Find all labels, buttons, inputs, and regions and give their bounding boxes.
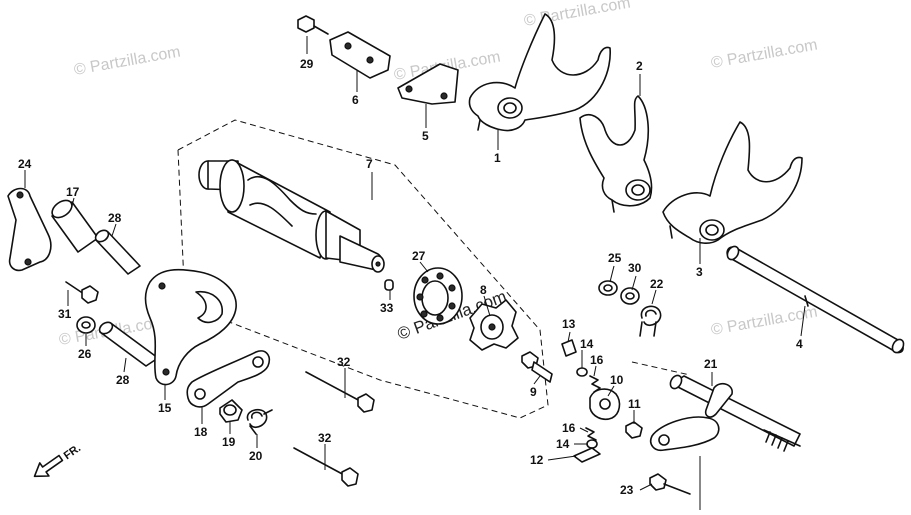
callout-1: 1 — [494, 151, 501, 165]
bracket-24 — [7, 187, 52, 272]
callout-4: 4 — [796, 337, 803, 351]
bolt-9 — [521, 351, 553, 383]
shift-drum-7 — [198, 159, 385, 273]
bearing-27 — [413, 267, 463, 325]
bolt-32-upper — [305, 371, 375, 413]
bolt-23 — [649, 473, 691, 495]
callout-18: 18 — [194, 425, 208, 439]
washer-25 — [598, 280, 618, 296]
callout-32-upper: 32 — [337, 355, 351, 369]
callout-2: 2 — [636, 59, 643, 73]
callout-23: 23 — [620, 483, 634, 497]
callout-8: 8 — [480, 283, 487, 297]
leader-lines — [24, 36, 806, 510]
callout-32-lower: 32 — [318, 431, 332, 445]
link-arm-18 — [186, 350, 271, 408]
watermark: © Partzilla.com — [73, 43, 182, 78]
plate-6 — [329, 31, 391, 79]
nut-11 — [625, 421, 643, 439]
spring-16-lower — [585, 427, 597, 441]
callout-21: 21 — [704, 357, 718, 371]
shift-fork-2 — [579, 95, 653, 213]
callout-29: 29 — [300, 57, 314, 71]
callout-7: 7 — [366, 157, 373, 171]
spring-20 — [246, 408, 273, 435]
callout-30: 30 — [628, 261, 642, 275]
callout-12: 12 — [530, 453, 544, 467]
plate-12 — [573, 447, 601, 463]
callout-31: 31 — [58, 307, 72, 321]
collar-17 — [51, 199, 99, 253]
callout-11: 11 — [628, 397, 641, 411]
front-arrow-label: FR. — [62, 442, 83, 462]
callout-28: 28 — [108, 211, 122, 225]
spring-22 — [639, 305, 662, 337]
collar-19 — [219, 399, 243, 423]
washer-26 — [76, 316, 96, 334]
callout-19: 19 — [222, 435, 236, 449]
callout-10: 10 — [610, 373, 624, 387]
bracket-5 — [397, 63, 459, 105]
callout-25: 25 — [608, 251, 622, 265]
callout-28-lower: 28 — [116, 373, 130, 387]
pin-28-upper — [94, 229, 141, 275]
front-arrow: FR. — [33, 442, 83, 478]
assembly-outline — [177, 119, 549, 419]
callout-15: 15 — [158, 401, 172, 415]
bolt-32-lower — [293, 447, 359, 487]
callout-3: 3 — [696, 265, 703, 279]
pin-14-lower — [586, 439, 598, 449]
pin-14-upper — [576, 367, 588, 377]
assembly-link — [631, 361, 691, 376]
callout-6: 6 — [352, 93, 359, 107]
bolt-29 — [297, 15, 329, 35]
callout-26: 26 — [78, 347, 92, 361]
guide-10 — [589, 388, 621, 421]
callout-5: 5 — [422, 129, 429, 143]
callout-24: 24 — [18, 157, 32, 171]
front-arrow-icon — [33, 454, 64, 478]
callout-20: 20 — [249, 449, 263, 463]
watermark: © Partzilla.com — [710, 36, 819, 71]
roller-13 — [561, 339, 577, 357]
callout-27: 27 — [412, 249, 426, 263]
pin-33 — [384, 279, 394, 291]
washer-30 — [620, 287, 640, 305]
callout-14-upper: 14 — [580, 337, 594, 351]
stopper-arm-15 — [144, 268, 237, 386]
bolt-31 — [65, 281, 99, 304]
drum-cam-8 — [469, 299, 519, 351]
callout-14-lower: 14 — [556, 437, 570, 451]
shift-fork-3 — [662, 121, 803, 244]
callouts: 29 6 5 1 2 24 17 28 7 27 8 33 31 26 28 1… — [18, 57, 803, 497]
callout-16-upper: 16 — [590, 353, 604, 367]
shift-fork-1 — [468, 13, 611, 132]
callout-9: 9 — [530, 385, 537, 399]
fork-shaft-4 — [726, 245, 905, 354]
callout-17: 17 — [66, 185, 80, 199]
callout-33: 33 — [380, 301, 394, 315]
callout-16-lower: 16 — [562, 421, 576, 435]
callout-22: 22 — [650, 277, 664, 291]
shift-shaft-21 — [649, 374, 801, 452]
callout-13: 13 — [562, 317, 576, 331]
